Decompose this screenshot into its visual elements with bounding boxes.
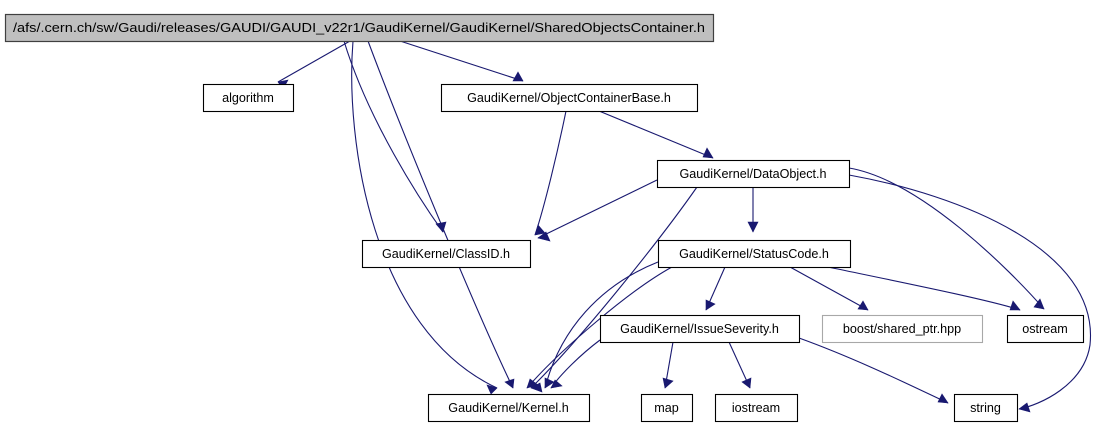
node-label: ostream: [1022, 322, 1068, 336]
node-box[interactable]: [953, 393, 1019, 423]
arrowhead-icon: [550, 379, 563, 389]
graph-node-iostream[interactable]: iostream: [714, 393, 799, 423]
edge-line: [827, 266, 1021, 311]
edge-statuscode-to-ostream: [827, 266, 1021, 311]
graph-node-statuscode[interactable]: GaudiKernel/StatusCode.h: [657, 239, 852, 269]
edge-statuscode-to-kernel: [544, 261, 659, 389]
nodes-layer: /afs/.cern.ch/sw/Gaudi/releases/GAUDI/GA…: [4, 13, 1085, 423]
arrowhead-icon: [1018, 402, 1031, 413]
graph-node-map[interactable]: map: [640, 393, 694, 423]
node-label: GaudiKernel/DataObject.h: [679, 167, 826, 181]
edge-root-to-algorithm: [277, 40, 351, 90]
arrowhead-icon: [526, 378, 539, 389]
arrowhead-icon: [662, 377, 674, 389]
arrowhead-icon: [747, 221, 759, 233]
node-label: map: [654, 401, 679, 415]
arrowhead-icon: [504, 378, 515, 389]
node-label: iostream: [732, 401, 780, 415]
arrowhead-icon: [537, 231, 551, 242]
node-box[interactable]: [1006, 314, 1085, 344]
graph-node-dataobject[interactable]: GaudiKernel/DataObject.h: [656, 159, 851, 189]
arrowhead-icon: [512, 71, 524, 82]
edge-dataobject-to-kernel: [530, 186, 698, 393]
edge-dataobject-to-classid: [537, 179, 658, 242]
graph-node-issueseverity[interactable]: GaudiKernel/IssueSeverity.h: [599, 314, 801, 344]
edge-line: [848, 174, 1091, 410]
edge-issueseverity-to-iostream: [728, 341, 752, 389]
edge-line: [598, 110, 714, 159]
edge-line: [399, 40, 524, 82]
node-label: algorithm: [222, 91, 274, 105]
edge-statuscode-to-kernel: [526, 266, 673, 389]
node-label: /afs/.cern.ch/sw/Gaudi/releases/GAUDI/GA…: [13, 21, 705, 35]
graph-node-root[interactable]: /afs/.cern.ch/sw/Gaudi/releases/GAUDI/GA…: [4, 13, 715, 43]
node-box[interactable]: [821, 314, 984, 344]
edge-issueseverity-to-kernel: [550, 339, 601, 389]
node-label: GaudiKernel/ClassID.h: [382, 247, 510, 261]
edge-line: [367, 40, 514, 389]
arrowhead-icon: [486, 384, 498, 395]
node-box[interactable]: [656, 159, 851, 189]
node-label: GaudiKernel/StatusCode.h: [679, 247, 829, 261]
edge-root-to-objectcontainerbase: [399, 40, 524, 82]
graph-node-ostream[interactable]: ostream: [1006, 314, 1085, 344]
edge-line: [526, 266, 673, 389]
graph-node-kernel[interactable]: GaudiKernel/Kernel.h: [427, 393, 591, 423]
edge-line: [537, 179, 658, 239]
edge-statuscode-to-boostsharedptr: [789, 266, 869, 311]
graph-node-string[interactable]: string: [953, 393, 1019, 423]
edge-line: [351, 40, 498, 389]
node-box[interactable]: [657, 239, 852, 269]
node-box[interactable]: [4, 13, 715, 43]
graph-node-boostsharedptr[interactable]: boost/shared_ptr.hpp: [821, 314, 984, 344]
edge-line: [343, 40, 444, 233]
node-box[interactable]: [427, 393, 591, 423]
edge-statuscode-to-issueseverity: [705, 266, 726, 311]
edge-line: [534, 110, 567, 236]
node-box[interactable]: [640, 393, 694, 423]
edge-objectcontainerbase-to-dataobject: [598, 110, 714, 159]
edge-line: [789, 266, 869, 311]
node-label: GaudiKernel/IssueSeverity.h: [620, 322, 779, 336]
arrowhead-icon: [857, 300, 869, 311]
arrowhead-icon: [937, 393, 949, 404]
edge-objectcontainerbase-to-classid: [534, 110, 567, 236]
arrowhead-icon: [534, 224, 546, 236]
arrowhead-icon: [741, 377, 752, 389]
graph-node-algorithm[interactable]: algorithm: [202, 83, 295, 113]
node-box[interactable]: [714, 393, 799, 423]
edges-layer: [277, 40, 1091, 413]
graph-node-objectcontainerbase[interactable]: GaudiKernel/ObjectContainerBase.h: [440, 83, 699, 113]
node-label: GaudiKernel/Kernel.h: [448, 401, 568, 415]
node-label: string: [970, 401, 1001, 415]
edge-issueseverity-to-string: [798, 337, 949, 404]
edge-line: [848, 167, 1045, 310]
edge-dataobject-to-statuscode: [747, 187, 759, 233]
node-box[interactable]: [361, 239, 532, 269]
arrowhead-icon: [702, 147, 714, 159]
edge-line: [277, 40, 351, 83]
edge-line: [550, 339, 601, 389]
edge-line: [544, 261, 659, 389]
arrowhead-icon: [1033, 298, 1045, 310]
edge-dataobject-to-ostream: [848, 167, 1045, 310]
node-label: boost/shared_ptr.hpp: [843, 322, 961, 336]
edge-root-to-kernel: [351, 40, 498, 395]
edge-root-to-classid: [343, 40, 447, 233]
node-box[interactable]: [599, 314, 801, 344]
arrowhead-icon: [705, 299, 716, 311]
edge-issueseverity-to-map: [662, 341, 674, 389]
edge-dataobject-to-string: [848, 174, 1091, 413]
node-label: GaudiKernel/ObjectContainerBase.h: [467, 91, 671, 105]
arrowhead-icon: [544, 377, 555, 389]
edge-root-to-kernel: [367, 40, 515, 389]
node-box[interactable]: [202, 83, 295, 113]
arrowhead-icon: [1009, 300, 1021, 311]
node-box[interactable]: [440, 83, 699, 113]
graph-node-classid[interactable]: GaudiKernel/ClassID.h: [361, 239, 532, 269]
edge-line: [798, 337, 949, 404]
